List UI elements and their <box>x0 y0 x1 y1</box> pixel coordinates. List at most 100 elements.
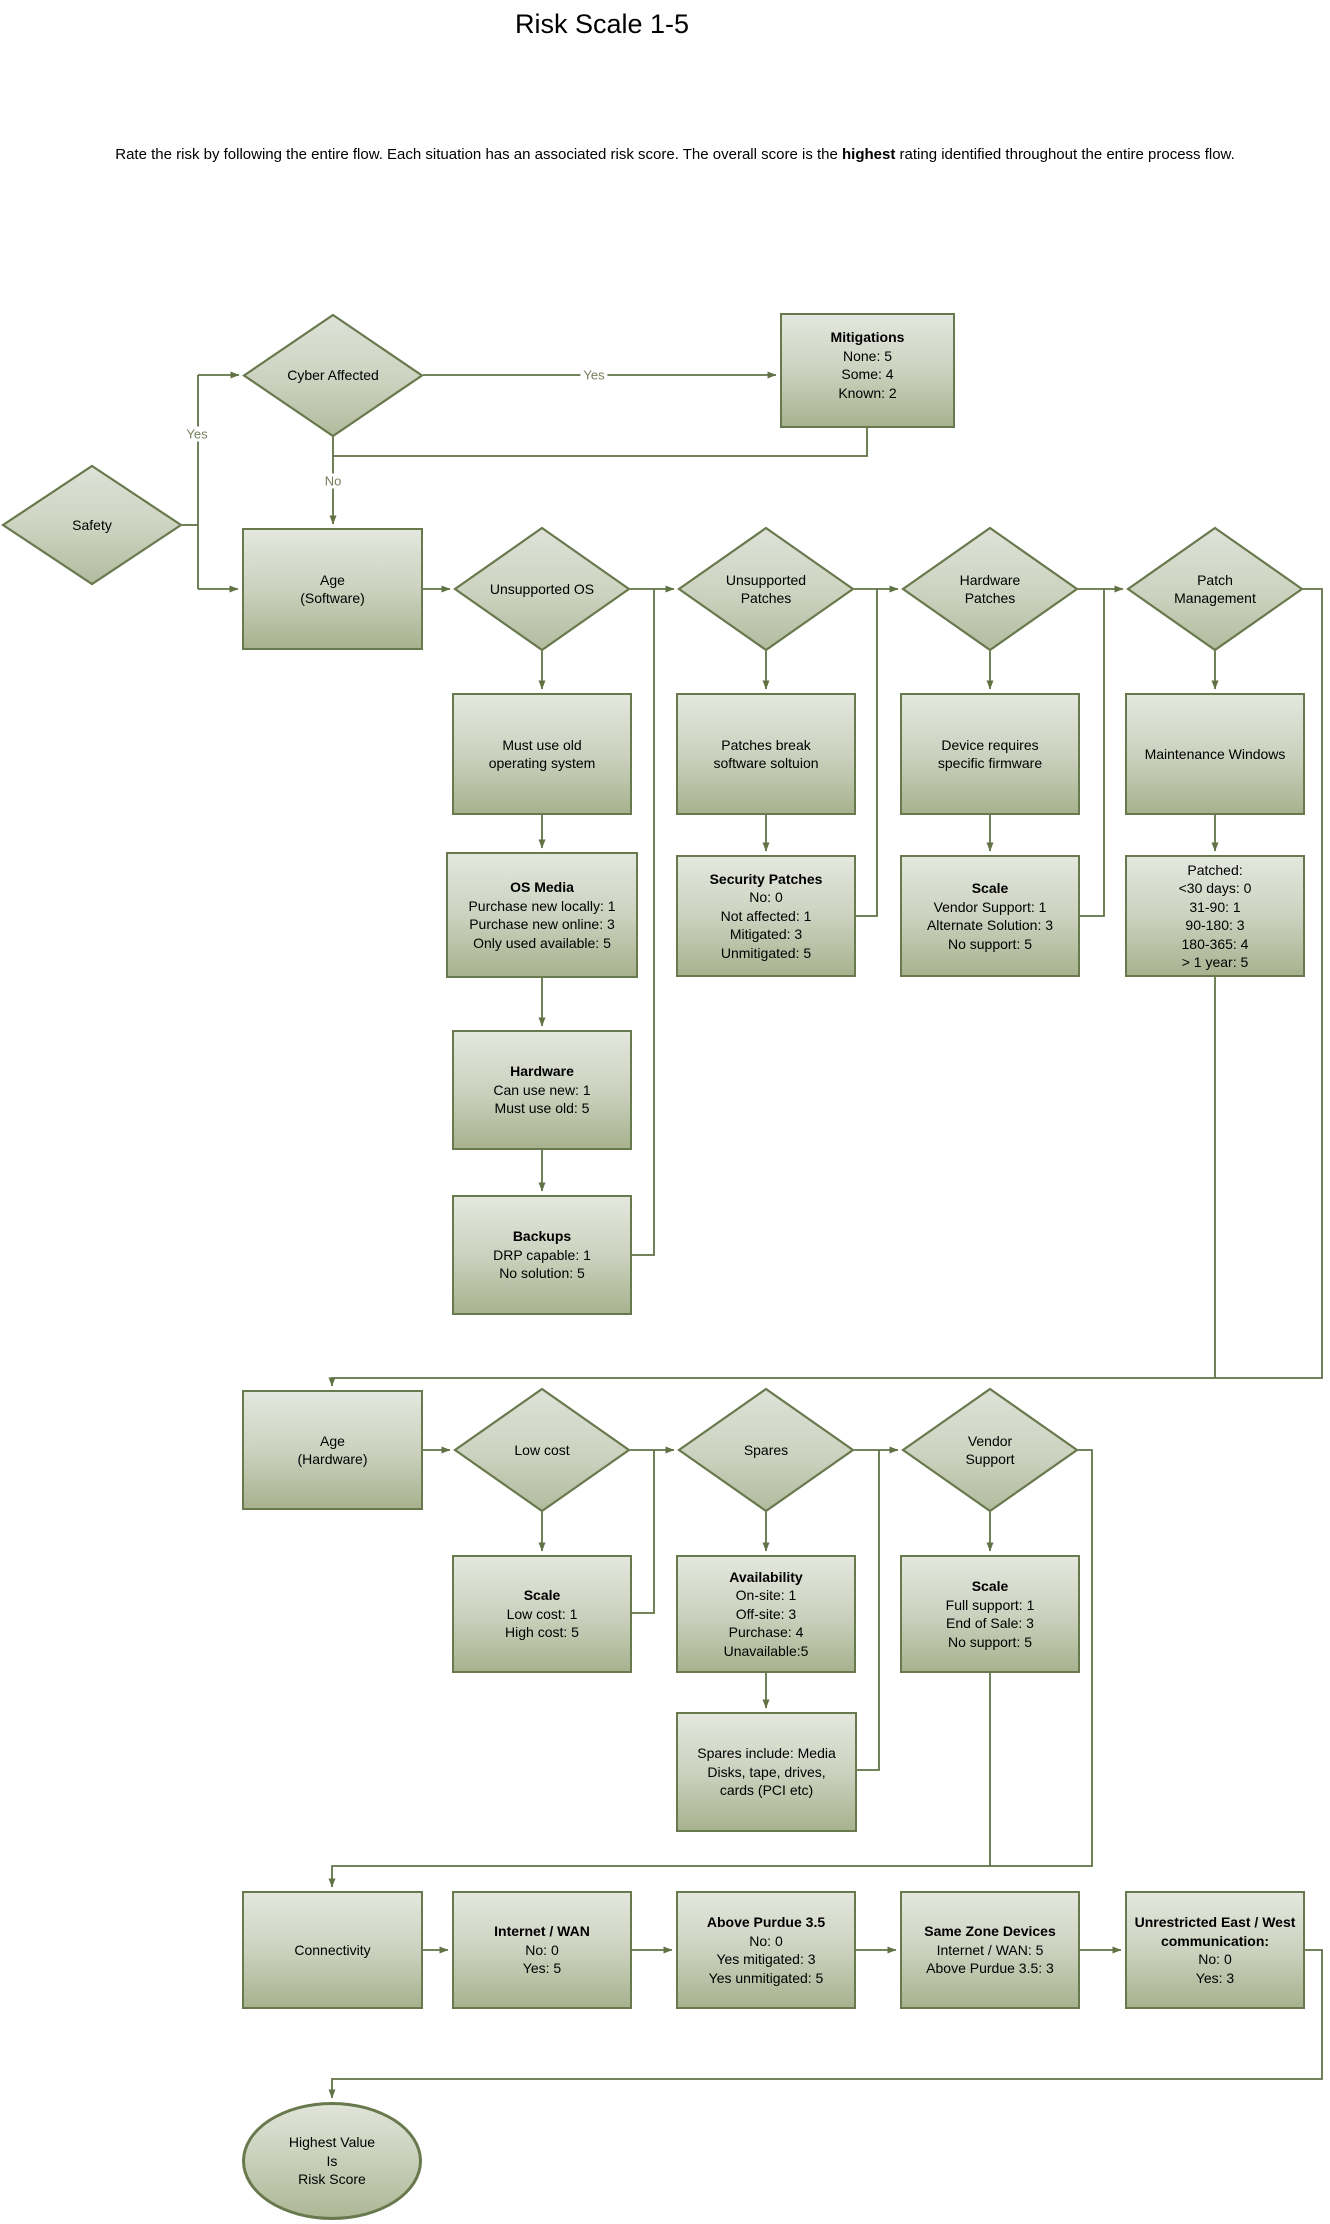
spares: Spares <box>677 1387 855 1513</box>
node-line: Full support: 1 <box>945 1596 1035 1613</box>
node-line: Highest Value <box>288 2134 376 2151</box>
safety-text: Safety <box>2 465 182 585</box>
node-line: No: 0 <box>525 1941 559 1958</box>
unsupported-patches-shape <box>677 526 855 652</box>
edge-security-patches-riser <box>856 589 878 917</box>
node-line: No: 0 <box>749 889 783 906</box>
node-line: Management <box>1174 590 1256 606</box>
node-line: Spares <box>743 1441 789 1458</box>
node-line: Known: 2 <box>838 384 897 401</box>
cyber-affected-shape <box>242 313 424 438</box>
low-cost-shape <box>453 1387 631 1513</box>
node-line: Yes unmitigated: 5 <box>708 1969 824 1986</box>
age-hardware: Age(Hardware) <box>242 1390 423 1510</box>
node-line: 31-90: 1 <box>1189 898 1241 915</box>
age-hardware-text: Age(Hardware) <box>244 1392 421 1508</box>
patch-management-shape <box>1126 526 1304 652</box>
node-line: End of Sale: 3 <box>946 1615 1034 1631</box>
node-line: Connectivity <box>294 1941 371 1958</box>
node-line: Purchase new locally: 1 <box>468 897 616 914</box>
node-line: Safety <box>72 516 112 533</box>
node-line: Vendor Support: 1 <box>933 898 1047 915</box>
node-line: On-site: 1 <box>735 1587 797 1604</box>
node-title: Hardware <box>510 1063 574 1080</box>
unrestricted-east-west-text: Unrestricted East / West communication:N… <box>1127 1893 1303 2007</box>
spares-text: Spares <box>678 1388 854 1512</box>
low-cost-text: Low cost <box>454 1388 630 1512</box>
node-line: Must use old: 5 <box>494 1100 590 1117</box>
node-line: None: 5 <box>842 347 893 364</box>
node-line: No: 0 <box>1198 1951 1232 1967</box>
node-line: Patches <box>964 590 1016 606</box>
node-line: Mitigated: 3 <box>729 926 803 943</box>
node-line: Purchase new online: 3 <box>469 916 615 932</box>
node-line: Patches break <box>721 736 811 753</box>
node-line: Above Purdue 3.5: 3 <box>926 1960 1054 1977</box>
node-title: Scale <box>523 1587 561 1604</box>
safety-shape <box>1 464 183 586</box>
node-title: Same Zone Devices <box>924 1923 1056 1940</box>
node-line: (Software) <box>300 590 365 606</box>
edge-section2-to-connectivity <box>328 1449 1093 1888</box>
node-title: Mitigations <box>830 329 905 345</box>
unsupported-os-shape <box>453 526 631 652</box>
node-line: Unsupported OS <box>489 580 595 597</box>
node-line: Patched: <box>1187 861 1243 878</box>
node-line: cards (PCI etc) <box>719 1782 814 1799</box>
node-title: Internet / WAN <box>494 1923 590 1940</box>
node-line: Hardware <box>959 571 1021 588</box>
maintenance-windows-text: Maintenance Windows <box>1127 695 1303 813</box>
edge-scale-hw-riser <box>1080 589 1105 917</box>
node-line: Risk Score <box>298 2171 366 2188</box>
node-line: Yes mitigated: 3 <box>716 1951 816 1967</box>
age-software-text: Age(Software) <box>244 530 421 648</box>
connectivity: Connectivity <box>242 1891 423 2009</box>
edge-label-yes-horizontal: Yes <box>580 367 608 383</box>
node-title: Security Patches <box>709 870 823 887</box>
node-line: Spares include: Media <box>697 1745 836 1762</box>
safety: Safety <box>1 464 183 586</box>
edge-scale-low-cost-riser <box>632 1450 655 1614</box>
node-line: > 1 year: 5 <box>1181 954 1249 970</box>
node-line: Maintenance Windows <box>1144 745 1286 762</box>
node-line: Only used available: 5 <box>473 934 611 951</box>
hardware-patches-shape <box>901 526 1079 652</box>
node-line: Unavailable:5 <box>723 1642 809 1659</box>
spares-shape <box>677 1387 855 1513</box>
node-line: Disks, tape, drives, <box>707 1763 826 1780</box>
node-title: Backups <box>512 1228 572 1245</box>
node-title: OS Media <box>510 879 574 895</box>
node-line: Must use old <box>502 736 582 753</box>
cyber-affected: Cyber Affected <box>242 313 424 438</box>
node-line: Yes: 3 <box>1195 1969 1235 1986</box>
node-title: Scale <box>971 1578 1009 1594</box>
node-line: No: 0 <box>749 1932 783 1949</box>
low-cost: Low cost <box>453 1387 631 1513</box>
node-line: Patches <box>740 590 792 606</box>
node-title: Above Purdue 3.5 <box>706 1914 826 1930</box>
node-line: Not affected: 1 <box>720 907 812 924</box>
node-line: Purchase: 4 <box>728 1624 804 1641</box>
